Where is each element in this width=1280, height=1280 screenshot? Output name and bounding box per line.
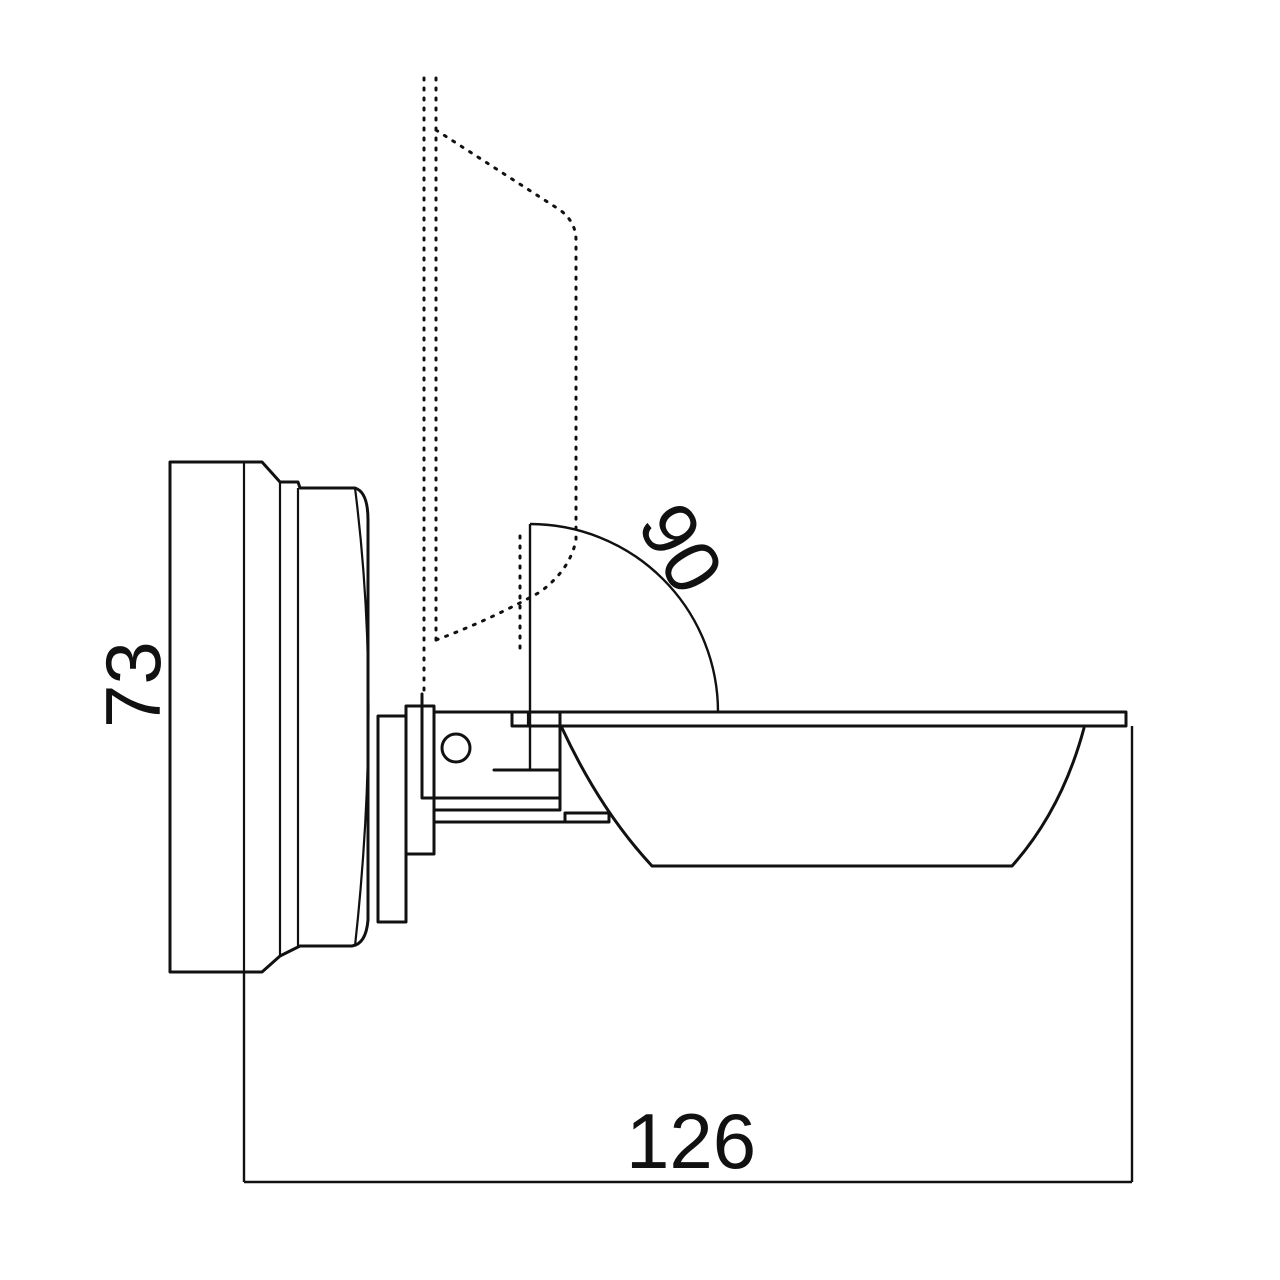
width-value: 126	[626, 1097, 756, 1185]
width-dimension: 126	[242, 726, 1134, 1185]
hinge-pin	[440, 732, 472, 764]
height-dimension: 73	[89, 462, 177, 972]
angle-value: 90	[621, 489, 741, 608]
folded-position-outline	[422, 76, 578, 696]
wall-mount-base	[168, 460, 370, 974]
hinge-bracket	[376, 692, 611, 924]
soap-dish	[510, 710, 1128, 868]
height-value: 73	[89, 641, 177, 728]
